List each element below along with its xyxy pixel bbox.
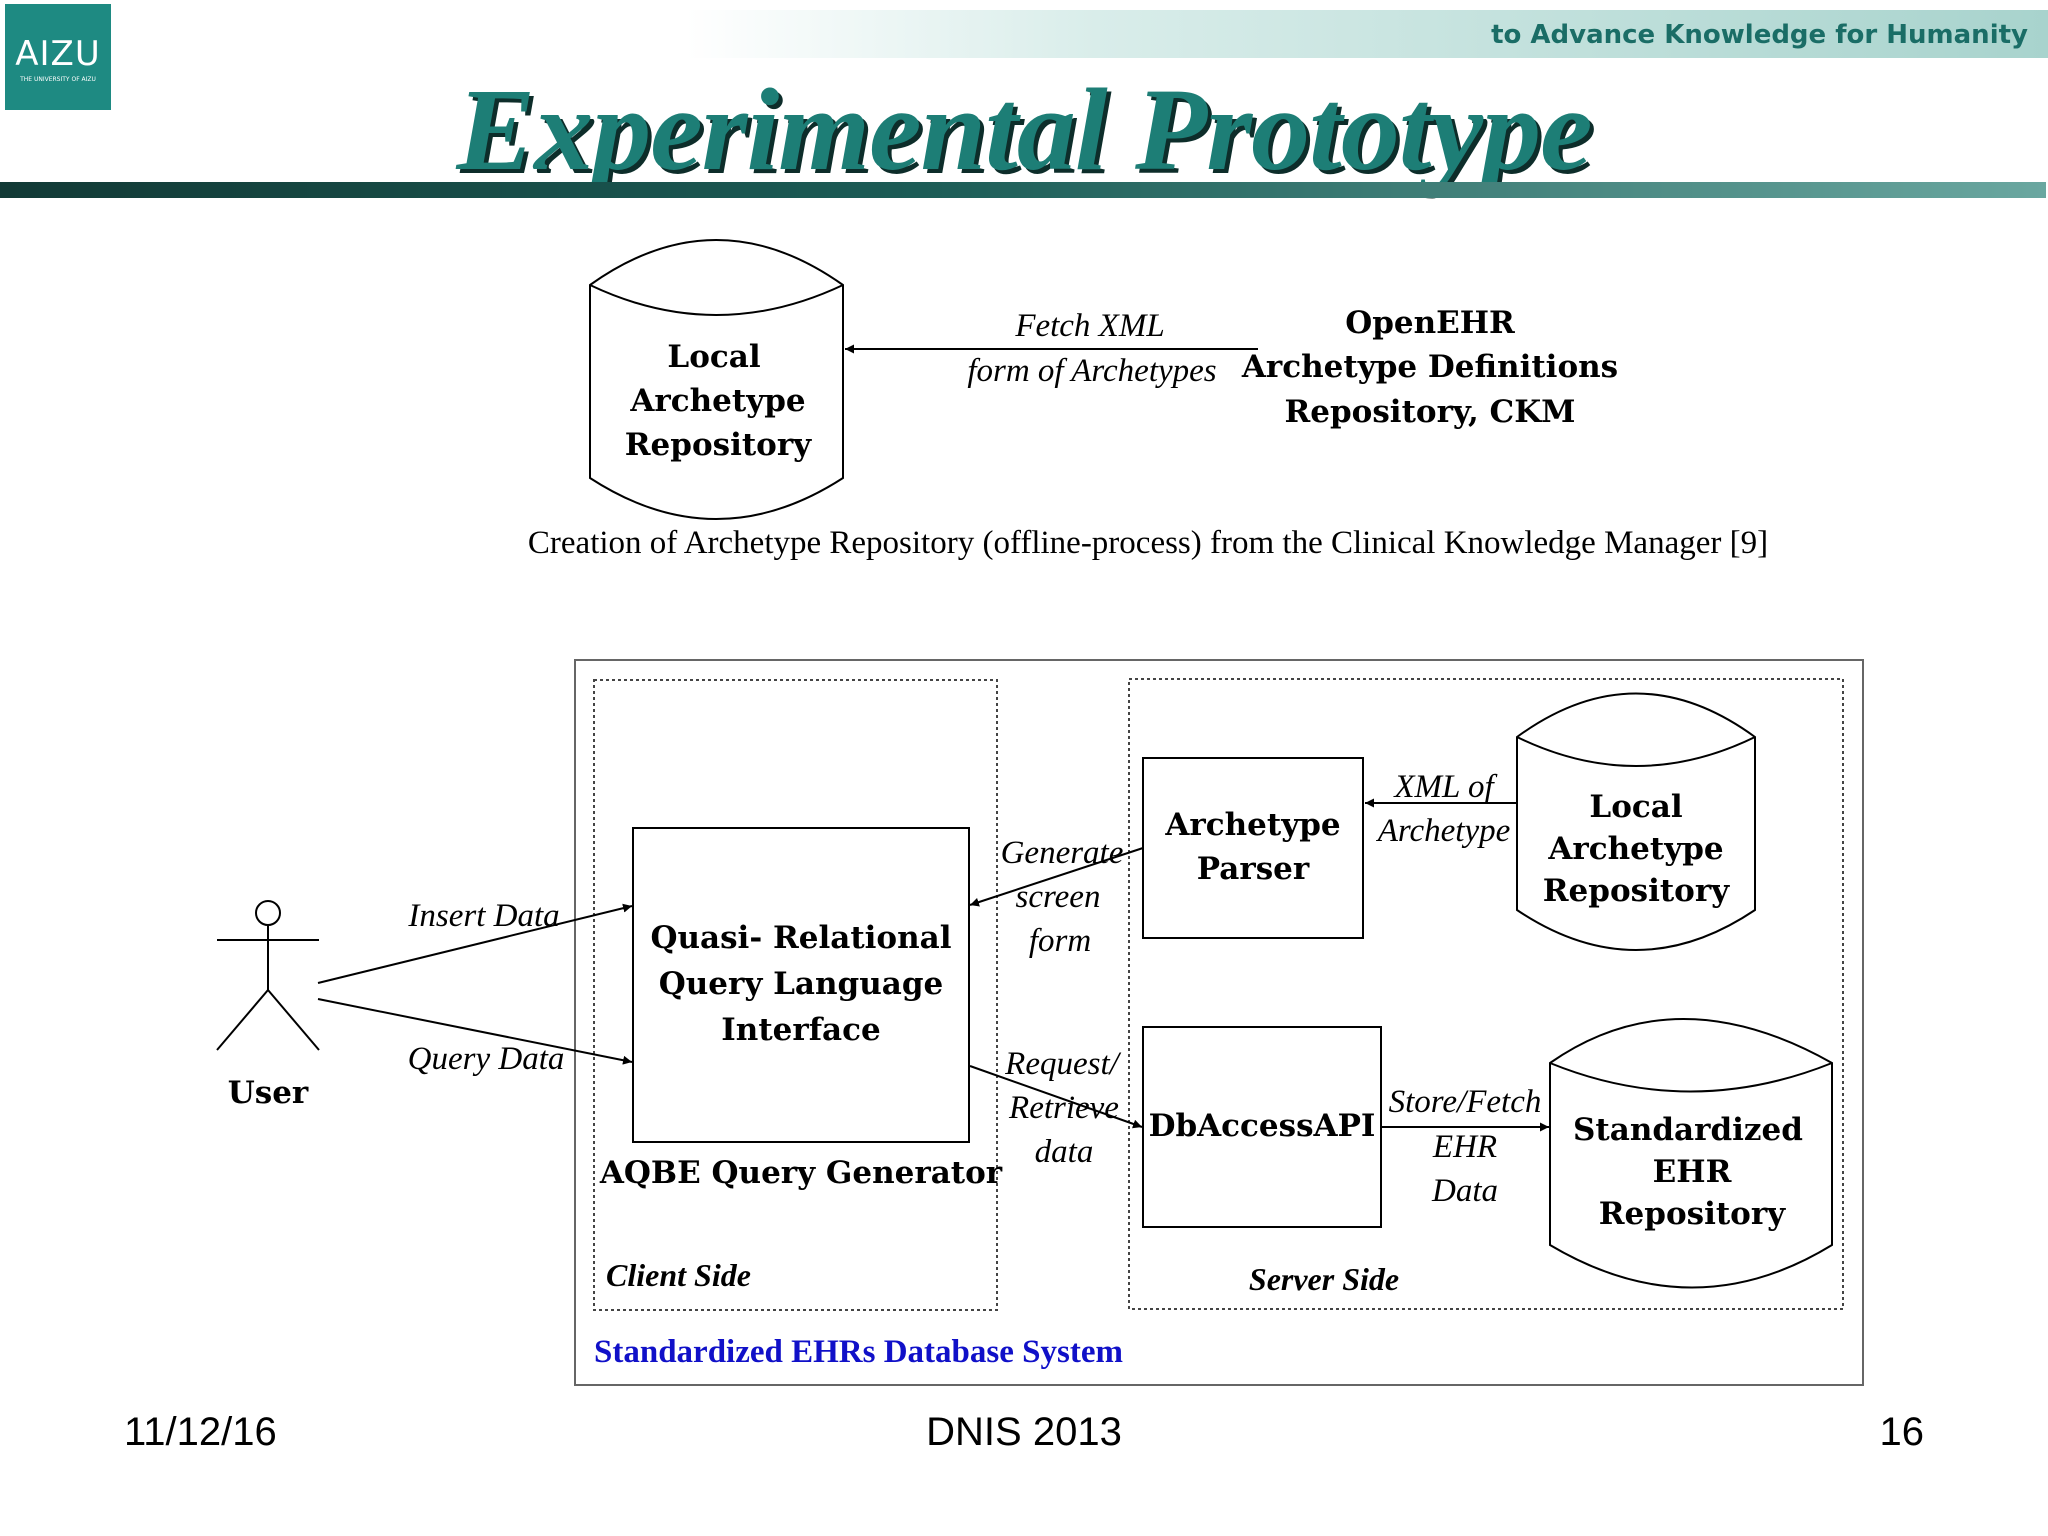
title-rule — [0, 182, 2046, 198]
dbaccessapi-label: DbAccessAPI — [1149, 1108, 1376, 1144]
user-label: User — [228, 1075, 309, 1111]
store-label-line-1: Store/Fetch — [1389, 1084, 1542, 1120]
query-data-arrow — [317, 998, 633, 1065]
qrql-line-3: Interface — [721, 1012, 880, 1048]
qrql-line-1: Quasi- Relational — [650, 920, 951, 956]
server-side-label: Server Side — [1249, 1261, 1399, 1297]
top-repo-line-2: Archetype — [629, 383, 805, 419]
top-local-repository-cylinder: Local Archetype Repository — [589, 239, 844, 520]
server-side-boundary — [1128, 678, 1844, 1310]
parser-line-2: Parser — [1197, 851, 1310, 887]
top-repo-line-3: Repository — [625, 427, 812, 463]
generate-label-line-2: screen — [1016, 879, 1101, 915]
store-label-line-3: Data — [1431, 1173, 1498, 1209]
footer-date: 11/12/16 — [124, 1410, 277, 1454]
slide-title: Experimental Prototype — [456, 64, 1593, 195]
generate-label-line-3: form — [1029, 923, 1091, 959]
generate-label-line-1: Generate — [1001, 835, 1124, 871]
openehr-line-2: Archetype Definitions — [1241, 349, 1618, 385]
system-label: Standardized EHRs Database System — [594, 1334, 1123, 1370]
request-label-line-3: data — [1035, 1134, 1094, 1170]
client-side-label: Client Side — [606, 1257, 751, 1293]
server-repo-line-3: Repository — [1543, 873, 1730, 909]
logo-subtext: THE UNIVERSITY OF AIZU — [20, 76, 96, 83]
system-boundary — [574, 659, 1864, 1386]
request-label-line-1: Request/ — [1004, 1046, 1121, 1082]
university-logo: AIZU THE UNIVERSITY OF AIZU — [5, 4, 111, 110]
top-diagram-caption: Creation of Archetype Repository (offlin… — [528, 525, 1768, 561]
aqbe-label: AQBE Query Generator — [599, 1155, 1003, 1191]
xml-label-line-2: Archetype — [1376, 813, 1511, 849]
fetch-label-line-1: Fetch XML — [1014, 308, 1164, 344]
request-retrieve-arrow — [969, 1065, 1143, 1129]
tagline: to Advance Knowledge for Humanity — [1491, 20, 2028, 50]
ehr-repo-line-1: Standardized — [1573, 1112, 1803, 1148]
dbaccessapi-box — [1142, 1026, 1382, 1228]
user-actor-icon — [216, 900, 320, 1051]
openehr-line-1: OpenEHR — [1345, 305, 1515, 341]
fetch-label-line-2: form of Archetypes — [967, 353, 1216, 389]
footer-page-number: 16 — [1879, 1410, 1925, 1454]
server-local-repository-cylinder: Local Archetype Repository — [1516, 692, 1756, 951]
request-label-line-2: Retrieve — [1008, 1090, 1119, 1126]
qrql-line-2: Query Language — [659, 966, 944, 1002]
xml-label-line-1: XML of — [1392, 769, 1497, 805]
ehr-repo-line-2: EHR — [1653, 1154, 1732, 1190]
generate-form-arrow — [969, 847, 1144, 907]
query-data-label: Query Data — [408, 1041, 565, 1077]
openehr-line-3: Repository, CKM — [1285, 394, 1576, 430]
qrql-interface-box — [632, 827, 970, 1143]
insert-data-arrow — [317, 903, 633, 984]
footer-conference: DNIS 2013 — [926, 1410, 1122, 1454]
tagline-bar — [686, 10, 2048, 58]
ehr-repository-cylinder: Standardized EHR Repository — [1549, 1018, 1833, 1289]
top-repo-line-1: Local — [667, 339, 760, 375]
insert-data-label: Insert Data — [407, 898, 559, 934]
ehr-repo-line-3: Repository — [1599, 1196, 1786, 1232]
server-repo-line-1: Local — [1589, 789, 1682, 825]
store-label-line-2: EHR — [1432, 1129, 1497, 1165]
parser-line-1: Archetype — [1164, 807, 1340, 843]
server-repo-line-2: Archetype — [1547, 831, 1723, 867]
archetype-parser-box — [1142, 757, 1364, 939]
logo-text: AIZU — [15, 34, 101, 74]
